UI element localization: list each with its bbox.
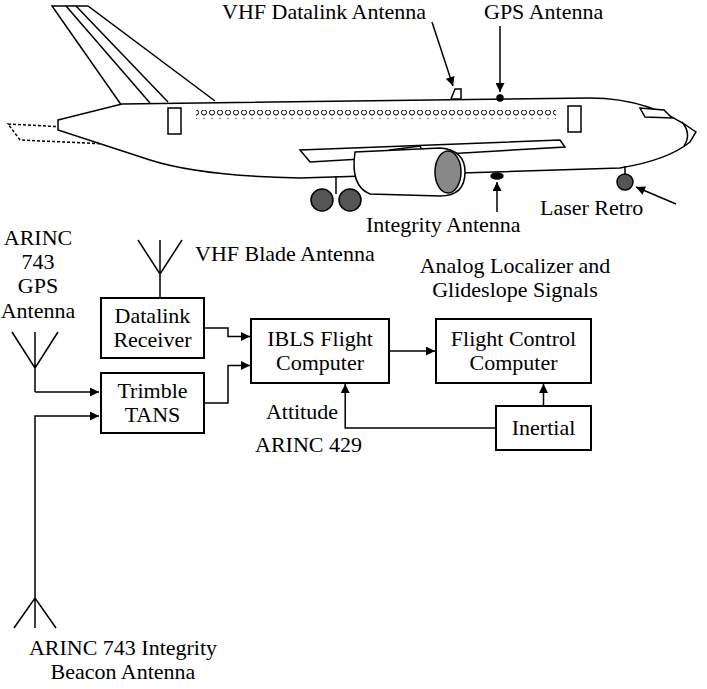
process-box: Flight Control Computer [435,318,592,384]
callout-label: ARINC 429 [255,433,362,457]
gps-wire [35,391,99,393]
callout-label: Integrity Antenna [366,213,521,237]
signal-arrow [205,328,250,336]
window-row [196,110,556,119]
process-box: Datalink Receiver [100,297,205,359]
gps-antenna-dot [497,95,503,101]
callout-label: ARINC 743 Integrity Beacon Antenna [8,636,238,684]
leader-arrows [432,22,453,86]
callout-label: Analog Localizer and Glideslope Signals [415,254,615,302]
tail-stripe [76,6,168,102]
door [568,106,581,132]
tail-fin [52,6,215,106]
gps-antenna-symbol [12,332,58,392]
engine-nacelle [354,148,465,196]
box-label: Trimble TANS [108,379,197,427]
engine-fan [435,151,461,193]
leader-arrows [496,182,498,212]
callout-label: VHF Blade Antenna [195,242,375,266]
callout-label: VHF Datalink Antenna [222,0,426,24]
signal-arrow [390,350,435,352]
signal-arrow [345,384,495,428]
integrity-antenna [491,173,503,179]
callout-label: GPS Antenna [484,0,603,24]
main-wheel [339,189,361,211]
leader-arrows [432,22,676,212]
integrity-wire [35,416,99,590]
callout-label: ARINC 743 GPS Antenna [0,226,76,323]
signal-arrow [205,366,250,403]
box-label: Flight Control Computer [443,327,584,375]
callout-label: Attitude [250,400,338,424]
box-label: IBLS Flight Computer [258,327,382,375]
integrity-antenna-symbol [14,590,56,628]
main-wheel [311,189,333,211]
vhf-blade [451,89,461,99]
process-box: Inertial [495,405,592,451]
gear-strut [335,176,337,194]
tail-stripe [66,6,150,103]
box-label: Datalink Receiver [108,304,197,352]
signal-arrow [543,384,545,405]
leader-arrows [499,26,501,92]
cockpit-window [640,108,672,118]
nose-cone [682,122,688,146]
nose-wheel [617,174,633,190]
process-box: Trimble TANS [100,372,205,434]
vhf-antenna-symbol [138,240,182,297]
process-box: IBLS Flight Computer [250,318,390,384]
airplane [8,6,696,211]
door [168,108,181,134]
callout-label: Laser Retro [540,196,643,220]
box-label: Inertial [512,416,576,440]
